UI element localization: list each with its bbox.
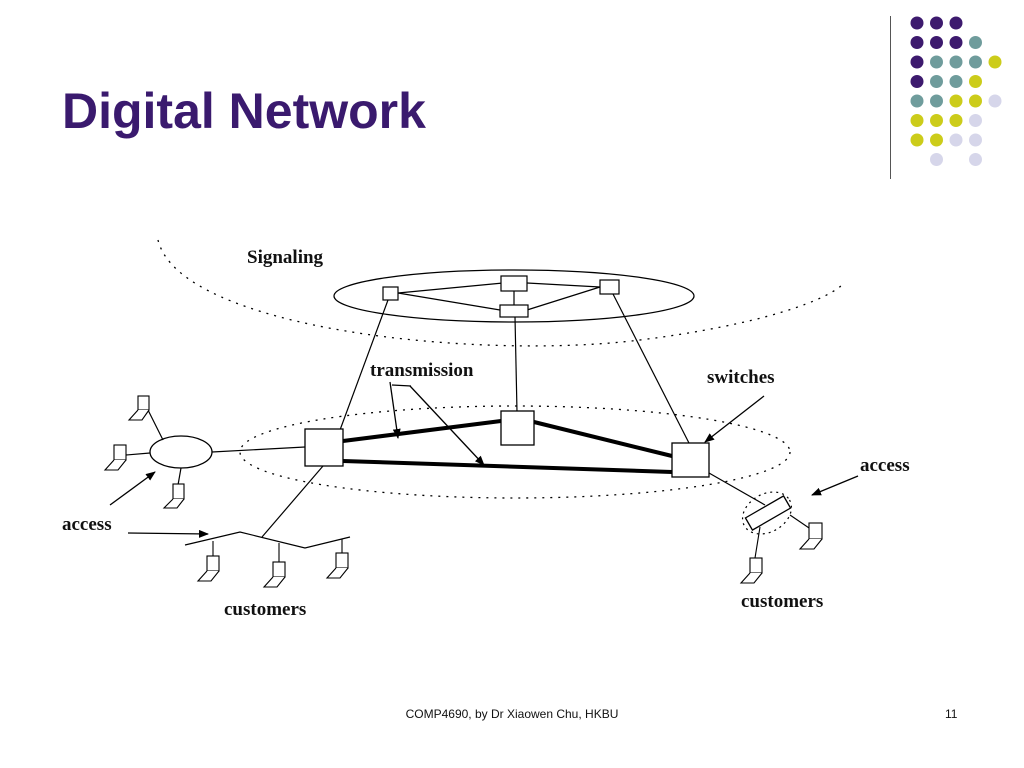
terminal-icon: [103, 444, 127, 471]
decorative-dot: [949, 133, 963, 147]
slide-footer: COMP4690, by Dr Xiaowen Chu, HKBU: [405, 707, 619, 721]
decorative-dot: [930, 36, 943, 49]
decorative-dot: [930, 133, 943, 147]
terminal-icon: [127, 395, 150, 421]
decorative-dot: [949, 36, 963, 49]
bus-drop-lines: [212, 539, 343, 562]
signaling-to-switch-links: [339, 293, 691, 446]
decorative-dot: [969, 55, 982, 69]
title-divider-line: [890, 16, 891, 179]
decorative-dot: [910, 75, 924, 88]
switch-to-access-link: [708, 472, 766, 506]
signaling-plane-dotted-arc: [157, 239, 846, 347]
access-dotted-ellipse: [741, 491, 793, 535]
decorative-dot: [969, 153, 982, 166]
label-transmission: transmission: [370, 360, 474, 381]
decorative-dot: [910, 114, 924, 127]
label-customers-left: customers: [224, 599, 306, 620]
access-hub-ellipse: [149, 435, 213, 469]
label-customers-right: customers: [741, 591, 823, 612]
decorative-dot: [969, 114, 982, 127]
decorative-dot: [949, 75, 963, 88]
decorative-dot: [930, 75, 943, 88]
switch-left: [304, 428, 344, 467]
left-terminal-links: [125, 409, 182, 486]
terminal-icon: [798, 522, 823, 550]
customer-bus-line: [184, 531, 351, 549]
decorative-dot: [949, 94, 963, 108]
decorative-dot: [969, 94, 982, 108]
terminal-icon: [262, 561, 286, 588]
bus-to-switch-link: [261, 465, 324, 538]
decorative-dot: [969, 36, 982, 49]
signaling-node: [499, 304, 529, 318]
signaling-node: [382, 286, 399, 301]
signaling-links: [397, 282, 601, 311]
decorative-dot: [910, 94, 924, 108]
slide-title: Digital Network: [62, 83, 426, 139]
signaling-network-ellipse: [333, 269, 695, 323]
switch-middle: [500, 410, 535, 446]
page-number: 11: [945, 707, 958, 721]
terminal-icon: [196, 555, 220, 582]
access-terminal-links: [754, 514, 813, 559]
decorative-dot: [930, 114, 943, 127]
switch-right: [671, 442, 710, 478]
label-switches: switches: [707, 367, 775, 388]
decorative-dot: [988, 55, 1002, 69]
decorative-dot: [969, 75, 982, 88]
decorative-dot-grid: [910, 16, 1002, 166]
terminal-icon: [162, 483, 185, 509]
decorative-dot: [930, 16, 943, 30]
terminal-icon: [739, 557, 763, 584]
annotation-arrows: [109, 381, 859, 538]
decorative-dot: [949, 114, 963, 127]
access-multiplexer: [744, 495, 792, 531]
decorative-dot: [910, 133, 924, 147]
decorative-dot: [969, 133, 982, 147]
decorative-dot: [949, 55, 963, 69]
label-signaling: Signaling: [247, 247, 324, 268]
signaling-node: [500, 275, 528, 292]
decorative-dot: [910, 36, 924, 49]
transmission-trunks: [342, 419, 673, 474]
terminal-icon: [325, 552, 349, 579]
decorative-dot: [949, 16, 963, 30]
access-hub-link: [211, 446, 306, 453]
transmission-plane-dotted-ellipse: [239, 405, 791, 499]
decorative-dot: [930, 55, 943, 69]
decorative-dot: [930, 153, 943, 166]
label-access-left: access: [62, 514, 112, 535]
decorative-dot: [988, 94, 1002, 108]
signaling-node: [599, 279, 620, 295]
decorative-dot: [930, 94, 943, 108]
decorative-dot: [910, 55, 924, 69]
decorative-dot: [910, 16, 924, 30]
label-access-right: access: [860, 455, 910, 476]
